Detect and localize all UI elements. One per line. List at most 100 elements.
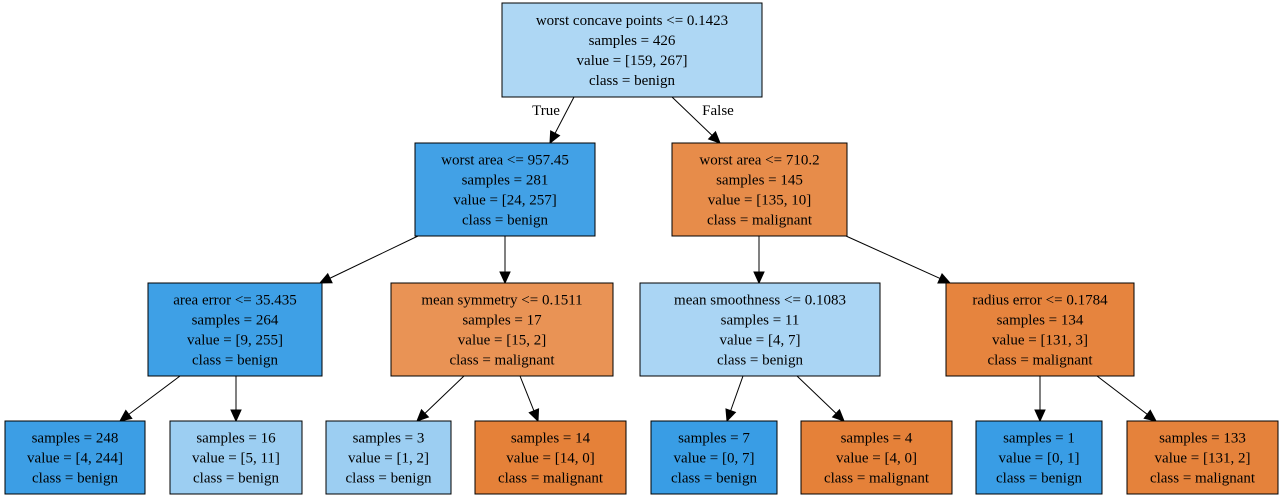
edge-line <box>554 96 575 134</box>
arrowhead-icon <box>937 273 952 284</box>
node-text-line: class = malignant <box>987 353 1093 369</box>
node-text-line: worst area <= 710.2 <box>699 153 819 169</box>
edge-n2-n6 <box>845 235 952 284</box>
node-text-line: class = benign <box>346 471 432 487</box>
node-text-line: value = [4, 0] <box>836 451 917 467</box>
node-text-line: value = [14, 0] <box>506 451 594 467</box>
edge-n2-n5 <box>753 236 765 285</box>
edge-n1-n4 <box>499 236 511 285</box>
node-box <box>474 420 627 495</box>
tree-node-n11: samples = 7 value = [0, 7] class = benign <box>650 420 778 495</box>
node-text-line: samples = 7 <box>678 431 750 447</box>
arrowhead-icon <box>499 271 511 285</box>
node-box <box>639 282 881 377</box>
node-text-line: class = benign <box>193 471 279 487</box>
edge-line <box>329 235 419 279</box>
arrowhead-icon <box>528 408 540 423</box>
node-text-line: class = benign <box>32 471 118 487</box>
node-text-line: samples = 281 <box>462 173 549 189</box>
edge-n0-n2: False <box>671 96 734 144</box>
node-text-line: samples = 1 <box>1003 431 1075 447</box>
node-text-line: value = [15, 2] <box>458 333 546 349</box>
node-text-line: class = malignant <box>824 471 930 487</box>
node-text-line: samples = 264 <box>192 313 279 329</box>
node-text-line: samples = 16 <box>196 431 276 447</box>
node-box <box>4 420 146 495</box>
node-box <box>169 420 303 495</box>
edge-n6-n14 <box>1096 375 1157 422</box>
edge-line <box>730 375 744 411</box>
node-text-line: class = benign <box>589 73 675 89</box>
arrowhead-icon <box>230 409 242 423</box>
tree-node-n0: worst concave points <= 0.1423 samples = … <box>501 2 763 98</box>
node-text-line: samples = 426 <box>589 33 676 49</box>
edge-n5-n11 <box>725 375 744 423</box>
node-text-line: samples = 3 <box>353 431 425 447</box>
node-box <box>945 282 1135 377</box>
arrowhead-icon <box>119 409 133 422</box>
node-text-line: samples = 17 <box>462 313 542 329</box>
node-text-line: worst concave points <= 0.1423 <box>536 13 728 29</box>
node-text-line: value = [24, 257] <box>453 193 556 209</box>
node-text-line: class = benign <box>671 471 757 487</box>
edge-line <box>671 96 713 136</box>
arrowhead-icon <box>831 408 845 422</box>
arrowhead-icon <box>318 272 333 284</box>
node-text-line: class = benign <box>462 213 548 229</box>
node-text-line: samples = 14 <box>511 431 591 447</box>
node-text-line: samples = 133 <box>1159 431 1246 447</box>
node-text-line: worst area <= 957.45 <box>441 153 569 169</box>
arrowhead-icon <box>416 408 430 422</box>
node-text-line: samples = 134 <box>997 313 1084 329</box>
node-text-line: samples = 11 <box>721 313 800 329</box>
edge-line <box>796 375 837 414</box>
edge-n3-n8 <box>230 376 242 423</box>
node-box <box>800 420 953 495</box>
node-text-line: value = [159, 267] <box>577 53 688 69</box>
arrowhead-icon <box>707 130 721 144</box>
arrowhead-icon <box>1143 409 1157 422</box>
node-text-line: value = [131, 3] <box>992 333 1088 349</box>
node-box <box>975 420 1103 495</box>
tree-node-n1: worst area <= 957.45 samples = 281 value =… <box>414 142 596 237</box>
node-text-line: class = malignant <box>498 471 604 487</box>
edge-n6-n13 <box>1034 376 1046 423</box>
node-box <box>147 282 323 377</box>
tree-nodes: worst concave points <= 0.1423 samples = … <box>4 2 1279 495</box>
arrowhead-icon <box>549 130 561 145</box>
node-text-line: value = [0, 1] <box>999 451 1080 467</box>
node-box <box>650 420 778 495</box>
node-text-line: mean smoothness <= 0.1083 <box>674 293 846 309</box>
node-text-line: class = malignant <box>707 213 813 229</box>
node-text-line: class = benign <box>192 353 278 369</box>
edge-n3-n7 <box>119 375 181 422</box>
node-text-line: value = [9, 255] <box>187 333 283 349</box>
edge-line <box>424 375 465 414</box>
node-text-line: value = [0, 7] <box>674 451 755 467</box>
edge-n0-n1: True <box>532 96 575 145</box>
edge-n4-n10 <box>519 375 540 423</box>
node-box <box>671 142 848 237</box>
edge-label: False <box>702 103 734 119</box>
edge-line <box>519 375 535 411</box>
node-text-line: class = malignant <box>449 353 555 369</box>
arrowhead-icon <box>725 408 737 423</box>
node-text-line: class = benign <box>717 353 803 369</box>
node-text-line: value = [4, 7] <box>720 333 801 349</box>
edge-n4-n9 <box>416 375 465 422</box>
edge-n5-n12 <box>796 375 845 422</box>
edge-label: True <box>532 103 560 119</box>
node-text-line: mean symmetry <= 0.1511 <box>421 293 582 309</box>
node-text-line: value = [135, 10] <box>708 193 811 209</box>
node-text-line: samples = 248 <box>32 431 119 447</box>
